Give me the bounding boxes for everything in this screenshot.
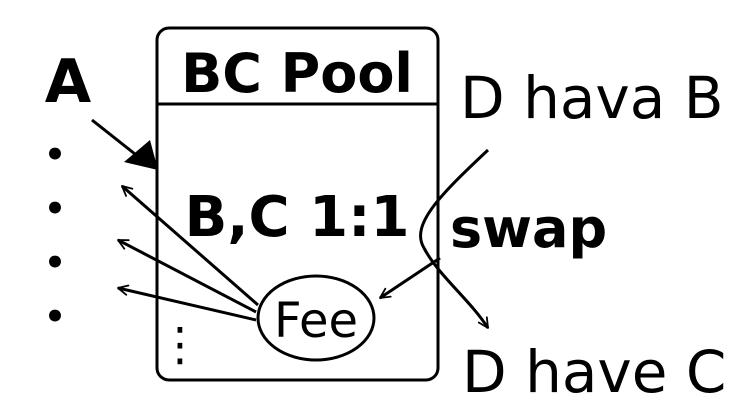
fee-ellipse	[256, 274, 376, 362]
provider-dot-4: •	[44, 297, 66, 337]
participant-a-label: A	[45, 47, 92, 117]
fee-arrow-1	[121, 184, 259, 307]
pool-ratio: B,C 1:1	[185, 185, 410, 250]
fee-arrow-2	[117, 238, 257, 314]
pool-title: BC Pool	[181, 42, 413, 105]
provider-dot-1: •	[44, 135, 66, 175]
after-swap-label: D have C	[462, 338, 726, 406]
arrow-a-to-pool-head	[124, 140, 158, 170]
pool-more-dots: ⋮	[157, 317, 203, 371]
arrow-a-to-pool	[91, 118, 141, 160]
before-swap-label: D hava B	[460, 64, 724, 132]
swap-action-label: swap	[450, 197, 607, 260]
pool-box	[155, 26, 440, 382]
provider-dot-3: •	[44, 243, 66, 283]
swap-to-fee-arrow	[379, 256, 441, 300]
swap-curve-arrow	[419, 148, 490, 329]
fee-arrow-3	[117, 284, 257, 322]
provider-dot-2: •	[44, 189, 66, 229]
fee-label: Fee	[274, 293, 358, 349]
